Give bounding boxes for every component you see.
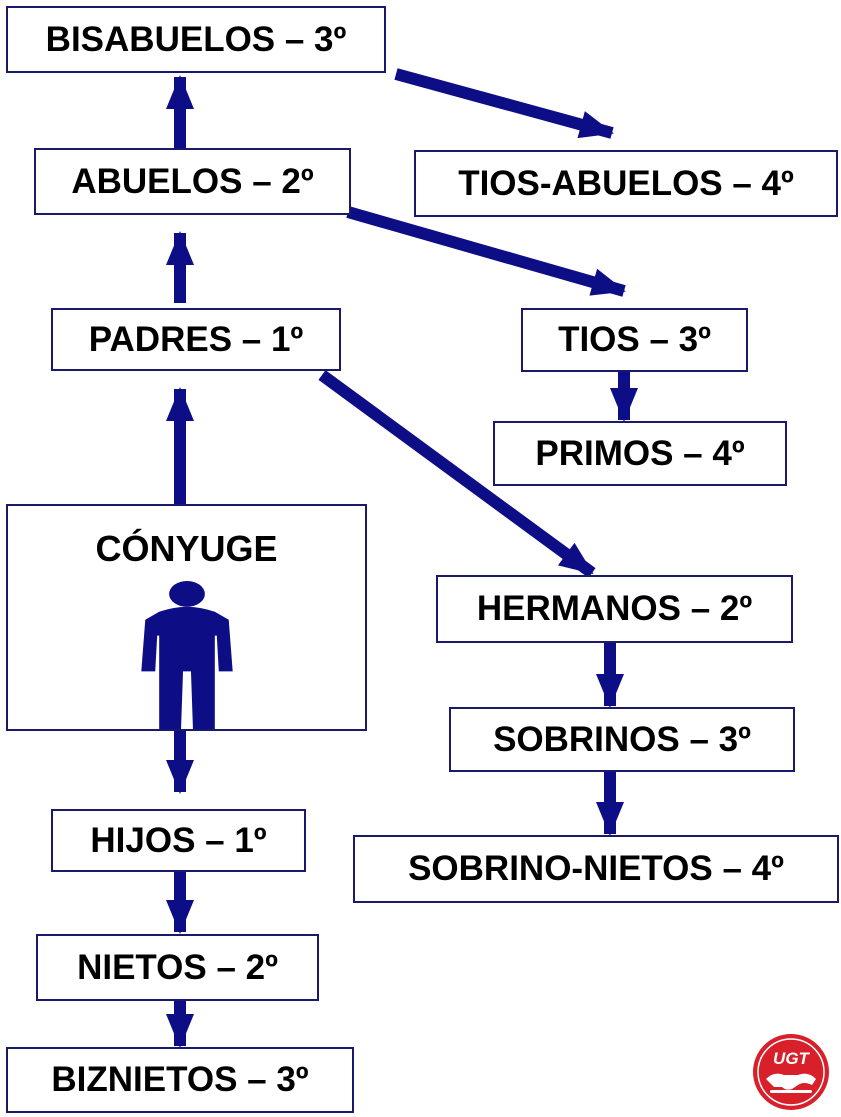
node-hermanos: HERMANOS – 2º bbox=[436, 575, 793, 643]
node-sobrino-nietos: SOBRINO-NIETOS – 4º bbox=[353, 835, 839, 903]
node-bisabuelos: BISABUELOS – 3º bbox=[6, 6, 386, 73]
node-sobrinos: SOBRINOS – 3º bbox=[449, 707, 795, 772]
node-tios: TIOS – 3º bbox=[521, 308, 748, 372]
arrow-abuelos-tios bbox=[346, 206, 626, 297]
ugt-logo: UGT bbox=[753, 1034, 829, 1110]
arrow-bisabuelos-tiosabuelos bbox=[394, 68, 614, 139]
node-biznietos: BIZNIETOS – 3º bbox=[6, 1047, 354, 1113]
node-padres: PADRES – 1º bbox=[51, 308, 341, 371]
handshake-icon bbox=[766, 1073, 816, 1093]
node-hijos: HIJOS – 1º bbox=[51, 809, 306, 872]
node-abuelos: ABUELOS – 2º bbox=[34, 148, 351, 215]
logo-text: UGT bbox=[773, 1049, 811, 1068]
node-nietos: NIETOS – 2º bbox=[36, 934, 319, 1001]
node-tios-abuelos: TIOS-ABUELOS – 4º bbox=[414, 150, 838, 217]
node-primos: PRIMOS – 4º bbox=[493, 421, 787, 486]
person-icon bbox=[140, 580, 233, 729]
node-conyuge: CÓNYUGE bbox=[6, 504, 367, 731]
arrow-padres-hermanos bbox=[318, 370, 596, 578]
conyuge-label: CÓNYUGE bbox=[95, 528, 278, 569]
